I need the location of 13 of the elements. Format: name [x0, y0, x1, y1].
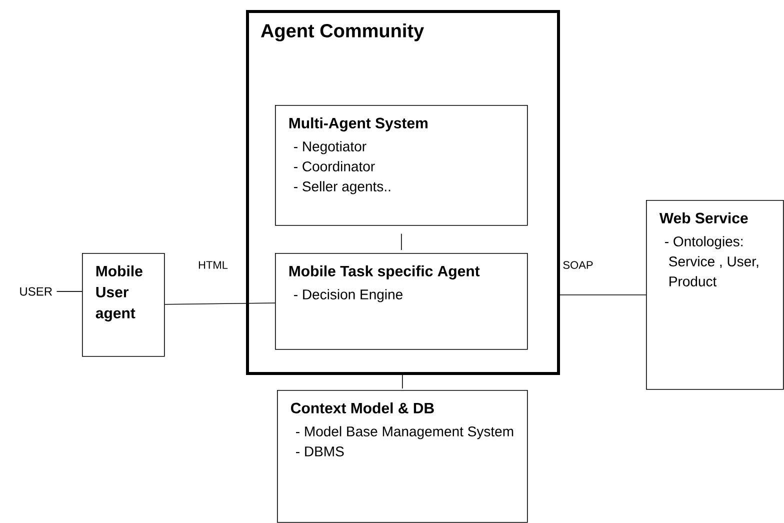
connector-line — [164, 302, 276, 305]
component-box: Multi-Agent System - Negotiator - Coordinator - Seller agents.. — [275, 105, 528, 226]
component-box: Mobile User agent — [82, 253, 165, 357]
text-label: USER — [20, 287, 52, 296]
edge-label: HTML — [197, 260, 229, 270]
connector-line — [560, 294, 646, 296]
connector-line — [402, 374, 403, 389]
component-box: Web Service - Ontologies: Service , User, Product — [646, 200, 784, 390]
component-box: Context Model & DB - Model Base Management System - DBMS — [277, 390, 528, 523]
connector-line — [401, 233, 402, 250]
component-box: Mobile Task specific Agent - Decision Engine — [275, 253, 528, 350]
edge-label: SOAP — [562, 260, 594, 270]
connector-line — [56, 291, 82, 292]
